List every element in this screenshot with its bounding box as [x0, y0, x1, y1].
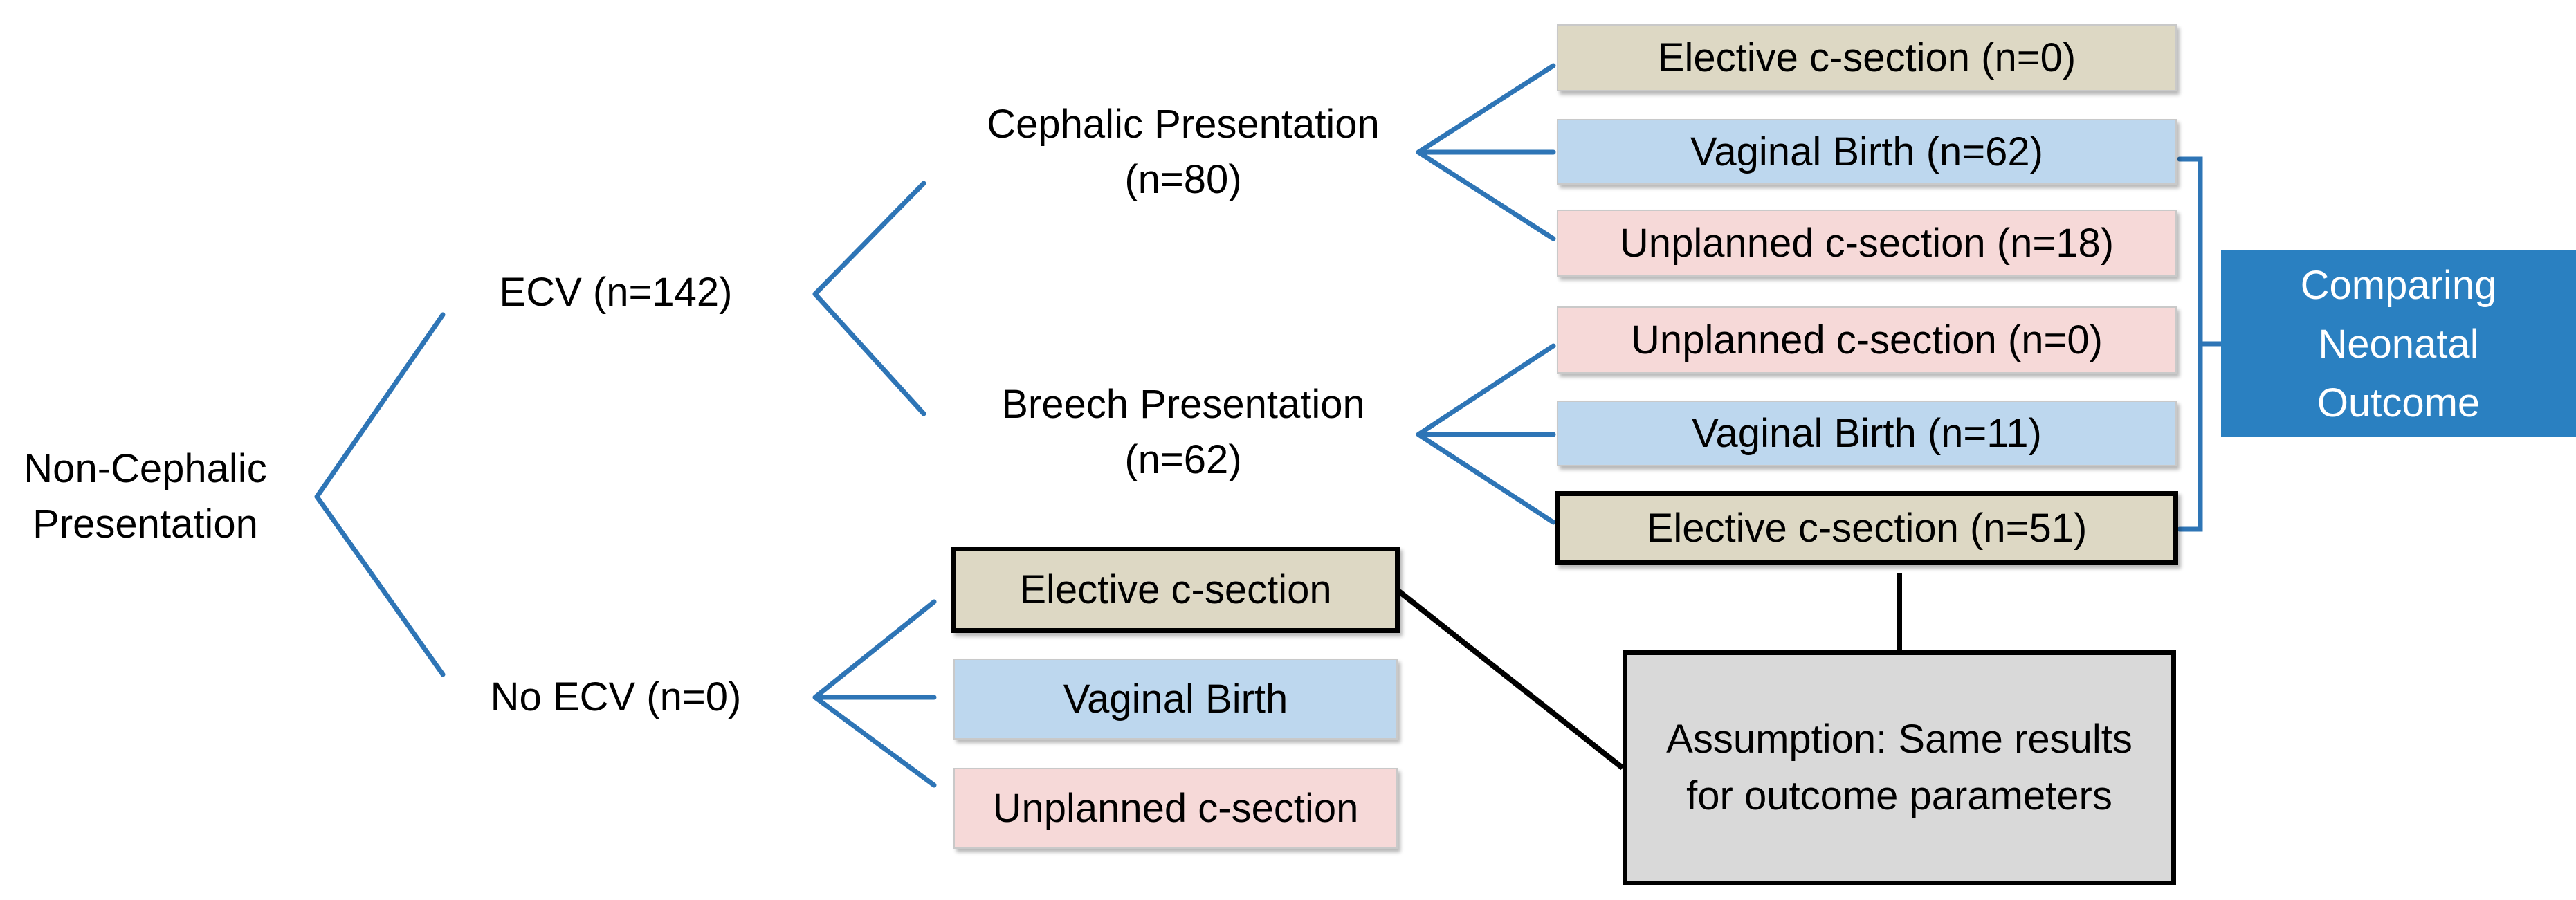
branch-ecv-to-breech	[812, 291, 926, 416]
root-label: Non-Cephalic Presentation	[24, 446, 267, 547]
ecv-label: ECV (n=142)	[499, 270, 733, 315]
branch-breech-outcomes	[1416, 343, 1556, 525]
outcome-label: Elective c-section (n=0)	[1657, 35, 2076, 80]
comparison-bracket	[2177, 156, 2224, 532]
branch-root-to-ecv	[314, 312, 446, 499]
outcome-label: Elective c-section	[1019, 567, 1332, 612]
outcome-label: Vaginal Birth (n=11)	[1692, 411, 2042, 456]
outcome-label: Vaginal Birth (n=62)	[1690, 129, 2043, 174]
assumption-box: Assumption: Same results for outcome par…	[1623, 650, 2176, 885]
cephalic-vaginal-box: Vaginal Birth (n=62)	[1557, 119, 2177, 185]
branch-root-to-no-ecv	[314, 494, 446, 677]
branch-ecv-to-cephalic	[812, 181, 926, 297]
cephalic-elective-box: Elective c-section (n=0)	[1557, 24, 2177, 91]
no-ecv-unplanned-box: Unplanned c-section	[953, 768, 1398, 849]
comparing-outcome-box: Comparing Neonatal Outcome	[2221, 250, 2576, 437]
no-ecv-vaginal-box: Vaginal Birth	[953, 659, 1398, 740]
no-ecv-elective-box: Elective c-section	[951, 547, 1400, 633]
breech-label: Breech Presentation (n=62)	[1001, 382, 1365, 482]
outcome-label: Unplanned c-section (n=0)	[1631, 318, 2103, 362]
outcome-label: Unplanned c-section	[992, 786, 1359, 831]
outcome-label: Vaginal Birth	[1063, 677, 1288, 722]
outcome-label: Unplanned c-section (n=18)	[1619, 221, 2114, 266]
outcome-label: Elective c-section (n=51)	[1646, 506, 2088, 551]
cephalic-unplanned-box: Unplanned c-section (n=18)	[1557, 210, 2177, 277]
cephalic-label: Cephalic Presentation (n=80)	[987, 102, 1380, 202]
assumption-link-no-ecv	[1397, 589, 1625, 771]
breech-elective-box: Elective c-section (n=51)	[1555, 491, 2178, 565]
breech-vaginal-box: Vaginal Birth (n=11)	[1557, 401, 2177, 466]
branch-no-ecv-outcomes	[812, 599, 937, 788]
breech-unplanned-box: Unplanned c-section (n=0)	[1557, 306, 2177, 374]
branch-cephalic-outcomes	[1416, 63, 1556, 241]
no-ecv-label: No ECV (n=0)	[490, 674, 742, 719]
